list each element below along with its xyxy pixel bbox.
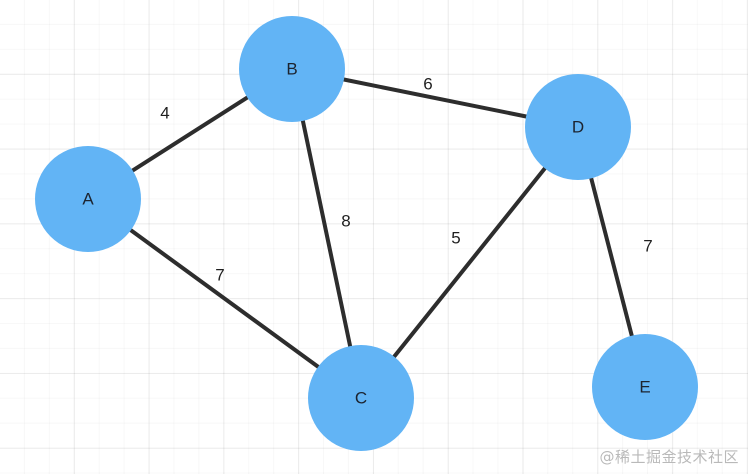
graph-edge-a-c	[127, 227, 322, 370]
graph-edge-d-e	[588, 174, 635, 340]
graph-edge-c-d	[390, 164, 549, 361]
watermark-text: @稀土掘金技术社区	[599, 448, 739, 466]
edge-weight-a-c: 7	[215, 266, 224, 285]
graph-edge-b-c	[300, 116, 353, 351]
graph-edge-a-b	[129, 94, 251, 174]
node-circle-a[interactable]	[35, 146, 141, 252]
node-label-a: A	[82, 190, 94, 209]
graph-node-a[interactable]: A	[35, 146, 141, 252]
edge-weight-a-b: 4	[160, 104, 169, 123]
edge-weight-c-d: 5	[451, 229, 460, 248]
node-circle-d[interactable]	[525, 74, 631, 180]
edges-layer	[127, 77, 635, 370]
edge-weight-d-e: 7	[643, 237, 652, 256]
node-circle-e[interactable]	[592, 334, 698, 440]
graph-node-e[interactable]: E	[592, 334, 698, 440]
node-circle-c[interactable]	[308, 345, 414, 451]
edge-labels-layer: 4 6 8 7 5 7	[160, 75, 652, 285]
nodes-layer: A B C D E	[35, 16, 698, 451]
node-label-b: B	[286, 60, 297, 79]
graph-node-b[interactable]: B	[239, 16, 345, 122]
node-label-c: C	[355, 389, 367, 408]
graph-edge-b-d	[339, 77, 531, 119]
node-label-d: D	[572, 118, 584, 137]
node-label-e: E	[639, 378, 650, 397]
node-circle-b[interactable]	[239, 16, 345, 122]
graph-node-d[interactable]: D	[525, 74, 631, 180]
edge-weight-b-d: 6	[423, 75, 432, 94]
graph-node-c[interactable]: C	[308, 345, 414, 451]
edge-weight-b-c: 8	[341, 212, 350, 231]
